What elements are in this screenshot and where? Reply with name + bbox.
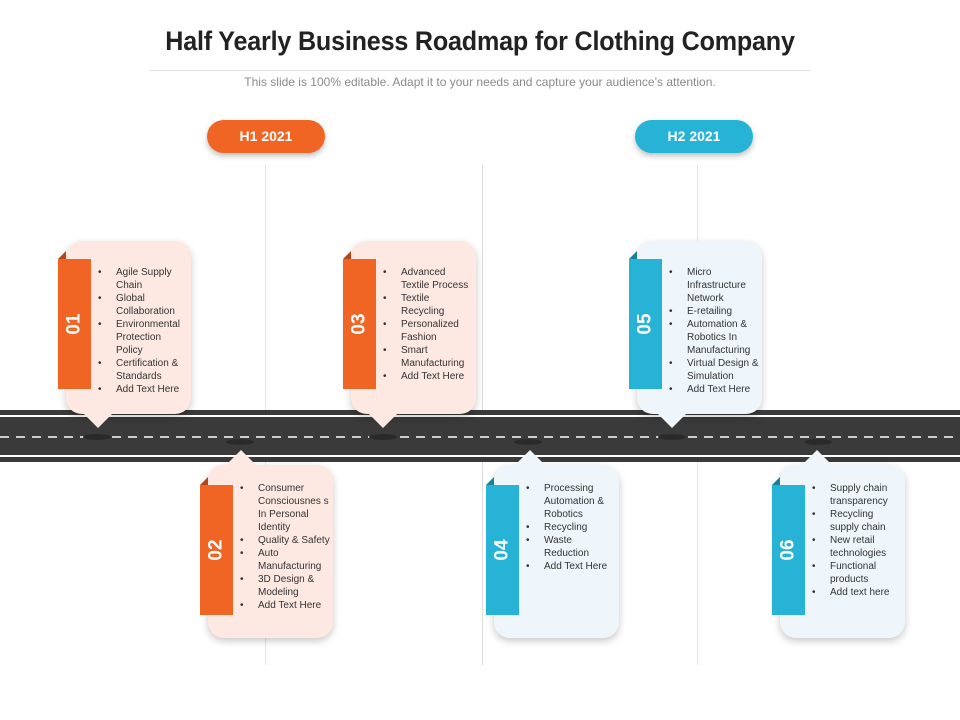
- milestone-items: Micro Infrastructure Network E-retailing…: [667, 266, 761, 396]
- list-item: E-retailing: [667, 305, 761, 318]
- list-item: Add Text Here: [524, 560, 616, 573]
- milestone-number: 03: [348, 313, 370, 335]
- tab-fold: [629, 251, 637, 259]
- milestone-items: Advanced Textile Process Textile Recycli…: [381, 266, 473, 383]
- list-item: Add Text Here: [381, 370, 473, 383]
- tab-fold: [200, 477, 208, 485]
- list-item: Environmental Protection Policy: [96, 318, 188, 357]
- page-title: Half Yearly Business Roadmap for Clothin…: [165, 26, 795, 56]
- period-h2-badge: H2 2021: [635, 120, 753, 153]
- list-item: Certification & Standards: [96, 357, 188, 383]
- list-item: Textile Recycling: [381, 292, 473, 318]
- milestone-pointer: [657, 413, 687, 428]
- milestone-number: 06: [777, 539, 799, 561]
- list-item: Personalized Fashion: [381, 318, 473, 344]
- milestone-pointer: [226, 450, 256, 465]
- milestone-number-tab: 03: [343, 259, 376, 389]
- list-item: Functional products: [810, 560, 902, 586]
- list-item: Add Text Here: [238, 599, 330, 612]
- milestone-number-tab: 05: [629, 259, 662, 389]
- title-divider: [150, 70, 810, 71]
- milestone-number: 01: [63, 313, 85, 335]
- milestone-number-tab: 06: [772, 485, 805, 615]
- milestone-pointer: [83, 413, 113, 428]
- milestone-items: Processing Automation & Robotics Recycli…: [524, 482, 616, 573]
- road-edge-bottom: [0, 455, 960, 457]
- list-item: Advanced Textile Process: [381, 266, 473, 292]
- milestone-items: Agile Supply Chain Global Collaboration …: [96, 266, 188, 396]
- list-item: Add Text Here: [96, 383, 188, 396]
- list-item: Recycling: [524, 521, 616, 534]
- list-item: Consumer Consciousnes s In Personal Iden…: [238, 482, 330, 534]
- list-item: Agile Supply Chain: [96, 266, 188, 292]
- list-item: Auto Manufacturing: [238, 547, 330, 573]
- milestone-number: 04: [491, 539, 513, 561]
- list-item: Processing Automation & Robotics: [524, 482, 616, 521]
- list-item: Add text here: [810, 586, 902, 599]
- tab-fold: [58, 251, 66, 259]
- milestone-number-tab: 01: [58, 259, 91, 389]
- list-item: Virtual Design & Simulation: [667, 357, 761, 383]
- milestone-number: 05: [634, 313, 656, 335]
- list-item: Add Text Here: [667, 383, 761, 396]
- tab-fold: [486, 477, 494, 485]
- list-item: Waste Reduction: [524, 534, 616, 560]
- milestone-pointer: [368, 413, 398, 428]
- tab-fold: [343, 251, 351, 259]
- milestone-items: Supply chain transparency Recycling supp…: [810, 482, 902, 599]
- subtitle: This slide is 100% editable. Adapt it to…: [244, 75, 716, 89]
- list-item: Smart Manufacturing: [381, 344, 473, 370]
- list-item: Global Collaboration: [96, 292, 188, 318]
- list-item: Supply chain transparency: [810, 482, 902, 508]
- milestone-number-tab: 02: [200, 485, 233, 615]
- list-item: Automation & Robotics In Manufacturing: [667, 318, 761, 357]
- road: [0, 410, 960, 462]
- list-item: New retail technologies: [810, 534, 902, 560]
- milestone-pointer: [515, 450, 545, 465]
- period-h1-badge: H1 2021: [207, 120, 325, 153]
- milestone-pointer: [802, 450, 832, 465]
- milestone-number-tab: 04: [486, 485, 519, 615]
- milestone-items: Consumer Consciousnes s In Personal Iden…: [238, 482, 330, 612]
- list-item: Recycling supply chain: [810, 508, 902, 534]
- list-item: Micro Infrastructure Network: [667, 266, 761, 305]
- tab-fold: [772, 477, 780, 485]
- list-item: Quality & Safety: [238, 534, 330, 547]
- list-item: 3D Design & Modeling: [238, 573, 330, 599]
- road-edge-top: [0, 415, 960, 417]
- milestone-number: 02: [205, 539, 227, 561]
